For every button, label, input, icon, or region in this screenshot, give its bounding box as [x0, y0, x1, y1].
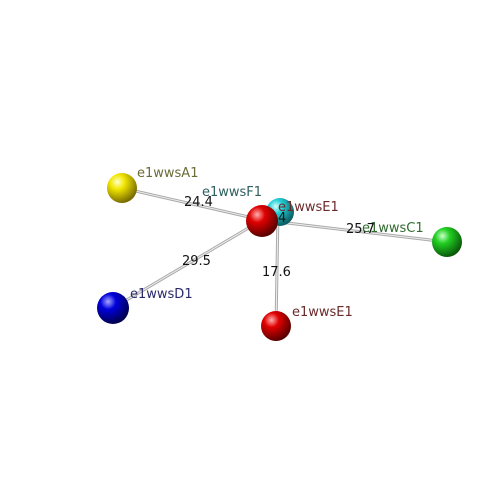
atom-label-e1-lower: e1wwsE1: [292, 305, 353, 320]
distance-label-a1-e1: 24.4: [184, 195, 213, 210]
bonds: [112, 186, 448, 327]
atoms: [97, 173, 462, 341]
atom-d1[interactable]: [97, 292, 129, 324]
distance-label-e1-e1: 17.6: [262, 265, 291, 280]
distance-label-f1-e1: 4: [278, 211, 286, 226]
distance-labels: 24.4 25.7 29.5 17.6 4: [182, 195, 375, 280]
atom-label-f1: e1wwsF1: [202, 185, 262, 200]
atom-label-a1: e1wwsA1: [137, 166, 198, 181]
atom-label-c1: e1wwsC1: [362, 221, 424, 236]
atom-e1-center[interactable]: [246, 205, 278, 237]
atom-e1-lower[interactable]: [261, 311, 291, 341]
atom-label-d1: e1wwsD1: [130, 287, 193, 302]
distance-label-e1-c1: 25.7: [346, 222, 375, 237]
atom-label-e1-center: e1wwsE1: [278, 200, 339, 215]
atom-labels: e1wwsA1 e1wwsF1 e1wwsE1 e1wwsC1 e1wwsD1 …: [130, 166, 424, 320]
distance-label-e1-d1: 29.5: [182, 254, 211, 269]
atom-a1[interactable]: [107, 173, 137, 203]
atom-c1[interactable]: [432, 227, 462, 257]
